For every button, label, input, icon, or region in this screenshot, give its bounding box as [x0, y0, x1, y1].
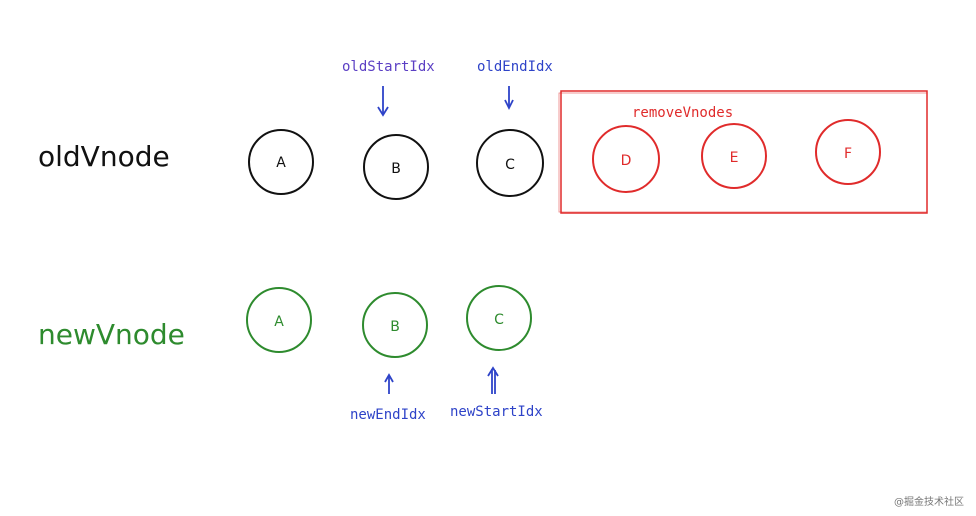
new-node-a: A — [246, 287, 312, 353]
new-node-c: C — [466, 285, 532, 351]
old-node-f-letter: F — [844, 146, 852, 162]
old-node-a: A — [248, 129, 314, 195]
new-node-a-letter: A — [274, 314, 284, 330]
new-vnode-label: newVnode — [38, 318, 185, 351]
old-vnode-label: oldVnode — [38, 140, 170, 173]
old-node-c-letter: C — [505, 157, 515, 173]
new-start-idx-label: newStartIdx — [450, 404, 543, 420]
new-end-idx-arrow — [384, 373, 394, 394]
old-node-c: C — [476, 129, 544, 197]
old-node-b-letter: B — [391, 161, 401, 177]
new-node-b-letter: B — [390, 319, 400, 335]
old-start-idx-arrow — [377, 86, 389, 117]
new-start-idx-arrow — [487, 366, 499, 394]
old-node-d: D — [592, 125, 660, 193]
remove-vnodes-label: removeVnodes — [632, 105, 733, 121]
old-start-idx-label: oldStartIdx — [342, 59, 435, 75]
watermark: @掘金技术社区 — [894, 497, 964, 508]
old-node-f: F — [815, 119, 881, 185]
new-node-b: B — [362, 292, 428, 358]
old-node-b: B — [363, 134, 429, 200]
new-end-idx-label: newEndIdx — [350, 407, 426, 423]
new-node-c-letter: C — [494, 312, 504, 328]
old-end-idx-arrow — [504, 86, 514, 111]
remove-vnodes-box-sketch — [558, 92, 928, 213]
old-end-idx-label: oldEndIdx — [477, 59, 553, 75]
remove-vnodes-box — [560, 90, 928, 214]
old-node-a-letter: A — [276, 155, 286, 171]
old-node-e: E — [701, 123, 767, 189]
old-node-e-letter: E — [730, 150, 739, 166]
old-node-d-letter: D — [621, 153, 632, 169]
